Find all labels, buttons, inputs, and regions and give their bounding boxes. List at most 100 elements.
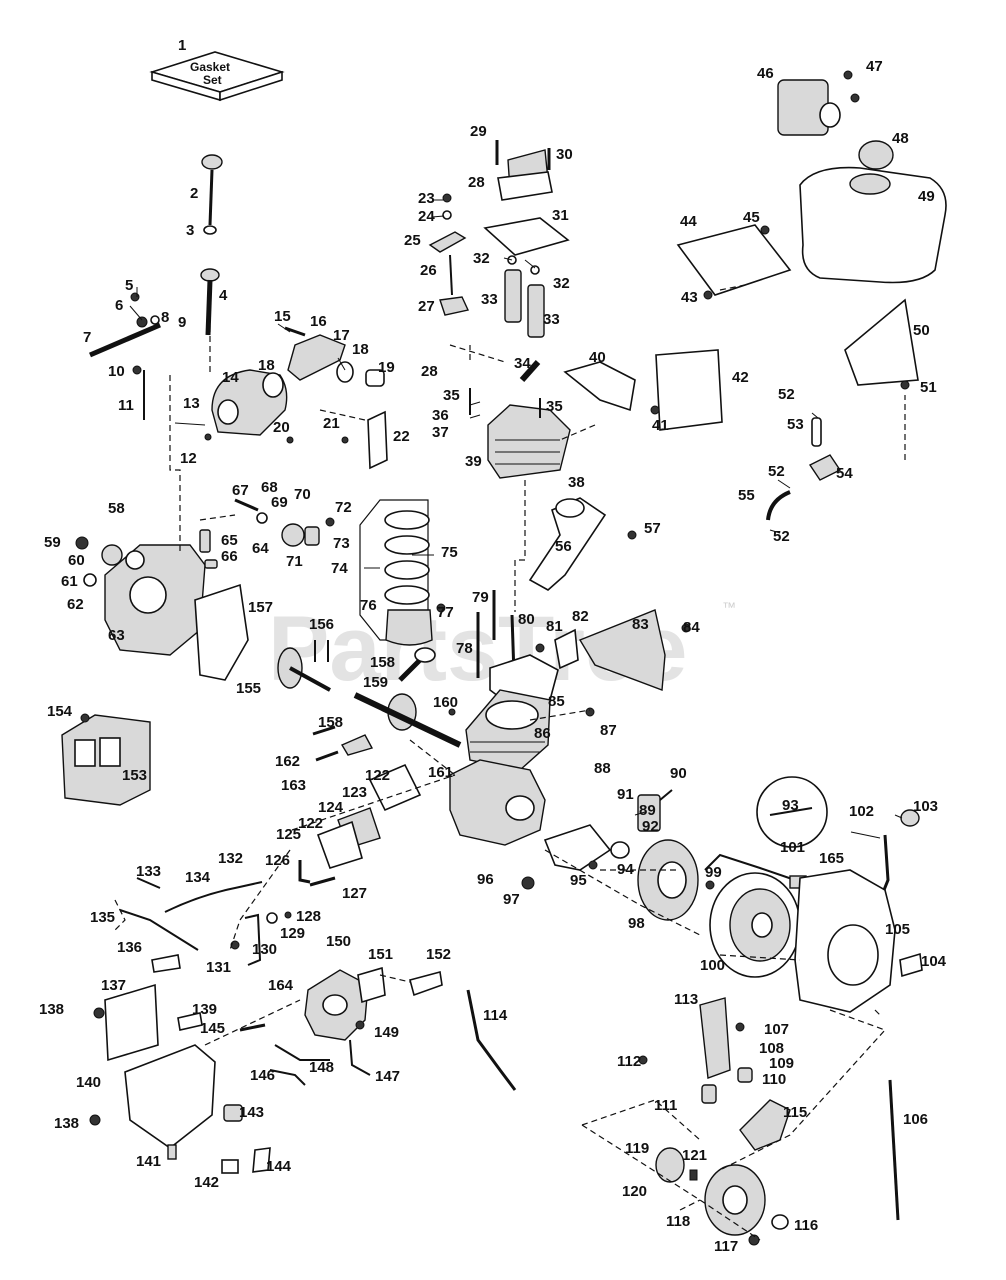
label-part-22: 22 <box>393 428 410 445</box>
crankcase-gasket <box>194 583 249 681</box>
piston-and-rings <box>359 499 433 646</box>
label-part-90: 90 <box>670 765 687 782</box>
label-part-28a: 28 <box>468 174 485 191</box>
part-142 <box>221 1159 239 1174</box>
valve-cover <box>483 140 570 256</box>
label-part-109: 109 <box>769 1055 794 1072</box>
label-part-88: 88 <box>594 760 611 777</box>
label-part-67: 67 <box>232 482 249 499</box>
label-part-6: 6 <box>115 297 123 314</box>
label-part-96: 96 <box>477 871 494 888</box>
label-part-140: 140 <box>76 1074 101 1091</box>
label-part-105: 105 <box>885 921 910 938</box>
label-part-27: 27 <box>418 298 435 315</box>
label-part-41: 41 <box>652 417 669 434</box>
label-part-97: 97 <box>503 891 520 908</box>
label-part-44: 44 <box>680 213 697 230</box>
recoil-bracket <box>699 997 753 1104</box>
label-part-33a: 33 <box>481 291 498 308</box>
label-part-54: 54 <box>836 465 853 482</box>
label-part-52c: 52 <box>773 528 790 545</box>
starter-bracket <box>739 1099 791 1151</box>
label-part-81: 81 <box>546 618 563 635</box>
exhaust-shield <box>563 361 636 412</box>
label-part-60: 60 <box>68 552 85 569</box>
label-part-70: 70 <box>294 486 311 503</box>
label-part-20: 20 <box>273 419 290 436</box>
governor-gear-assembly <box>234 498 335 547</box>
label-part-68: 68 <box>261 479 278 496</box>
label-part-80: 80 <box>518 611 535 628</box>
label-part-52b: 52 <box>768 463 785 480</box>
label-part-9: 9 <box>178 314 186 331</box>
label-part-155: 155 <box>236 680 261 697</box>
fuel-tank <box>799 166 947 284</box>
label-part-55: 55 <box>738 487 755 504</box>
label-part-86: 86 <box>534 725 551 742</box>
label-part-120: 120 <box>622 1183 647 1200</box>
label-part-118: 118 <box>666 1213 690 1230</box>
starter-handle <box>771 1214 789 1230</box>
spacer <box>365 369 385 387</box>
label-part-74: 74 <box>331 560 348 577</box>
label-part-8: 8 <box>161 309 169 326</box>
connecting-rod-crankshaft <box>340 647 462 756</box>
label-part-150: 150 <box>326 933 351 950</box>
throttle-control <box>777 79 841 136</box>
label-part-37: 37 <box>432 424 449 441</box>
label-part-1: 1 <box>178 37 186 54</box>
label-part-62: 62 <box>67 596 84 613</box>
label-part-126: 126 <box>265 852 290 869</box>
label-part-111: 111 <box>654 1097 677 1114</box>
label-part-144: 144 <box>266 1158 292 1175</box>
o-ring <box>203 225 217 235</box>
label-part-28b: 28 <box>421 363 438 380</box>
label-part-112: 112 <box>617 1053 641 1070</box>
label-part-69: 69 <box>271 494 288 511</box>
control-rod-106 <box>888 1079 900 1221</box>
label-part-106: 106 <box>903 1111 928 1128</box>
label-part-15: 15 <box>274 308 291 325</box>
label-part-57: 57 <box>644 520 661 537</box>
label-part-93: 93 <box>782 797 799 814</box>
label-part-147: 147 <box>375 1068 400 1085</box>
label-part-18b: 18 <box>352 341 369 358</box>
label-part-117: 117 <box>714 1238 738 1255</box>
bracket-152 <box>409 970 443 997</box>
label-part-154: 154 <box>47 703 73 720</box>
clip-141 <box>167 1144 177 1160</box>
stator <box>637 839 699 921</box>
label-part-121: 121 <box>682 1147 707 1164</box>
label-part-64: 64 <box>252 540 269 557</box>
label-part-142: 142 <box>194 1174 219 1191</box>
label-part-128: 128 <box>296 908 321 925</box>
label-part-48: 48 <box>892 130 909 147</box>
valve-springs <box>504 255 545 338</box>
flywheel <box>709 872 801 978</box>
dipstick-tube <box>200 268 220 336</box>
label-part-104: 104 <box>921 953 947 970</box>
label-part-162: 162 <box>275 753 300 770</box>
cam-gear <box>277 640 331 692</box>
rod-bolts <box>312 725 339 762</box>
label-part-100: 100 <box>700 957 725 974</box>
label-part-46: 46 <box>757 65 774 82</box>
label-part-5: 5 <box>125 277 133 294</box>
plate-gasket <box>367 410 388 470</box>
label-part-18a: 18 <box>258 357 275 374</box>
label-part-130: 130 <box>252 941 277 958</box>
governor-parts <box>199 529 218 569</box>
label-part-38: 38 <box>568 474 585 491</box>
label-part-151: 151 <box>368 946 393 963</box>
label-part-51: 51 <box>920 379 937 396</box>
label-part-160: 160 <box>433 694 458 711</box>
label-part-137: 137 <box>101 977 126 994</box>
bushing <box>610 841 630 859</box>
label-part-43: 43 <box>681 289 698 306</box>
label-part-40: 40 <box>589 349 606 366</box>
label-part-113: 113 <box>674 991 698 1008</box>
label-part-52a: 52 <box>778 386 795 403</box>
label-part-4: 4 <box>219 287 228 304</box>
part-number-labels: 2 3 4 5 6 7 8 9 10 11 12 13 14 15 16 17 … <box>39 58 947 1255</box>
label-part-49: 49 <box>918 188 935 205</box>
